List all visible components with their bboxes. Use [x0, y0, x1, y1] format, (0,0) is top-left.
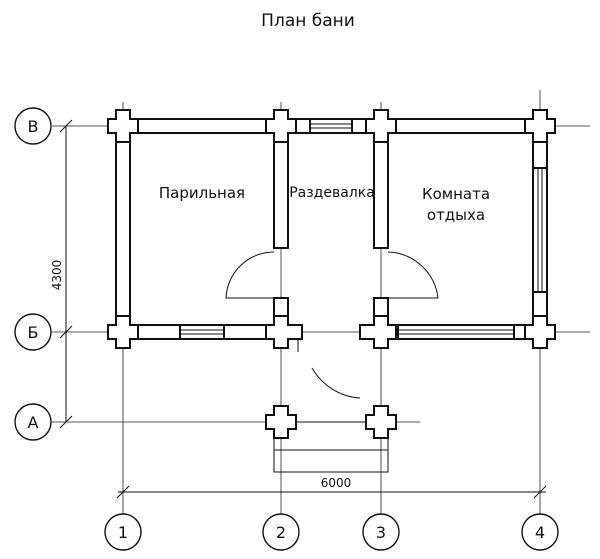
room-label-rest-line1: Комната [422, 185, 490, 203]
room-label-steam: Парильная [159, 184, 245, 202]
axis-bubble-2: 2 [262, 513, 300, 551]
dimension-width-label: 6000 [321, 476, 352, 490]
window-bottom-right [397, 324, 515, 340]
log-crosses [107, 109, 556, 439]
dimension-height [59, 119, 73, 429]
horizontal-axis-lines [52, 125, 590, 423]
axis-bubble-A: А [14, 403, 52, 441]
room-label-changing: Раздевалка [289, 185, 375, 201]
svg-text:2: 2 [276, 523, 286, 542]
door-swings [225, 251, 439, 399]
walls [113, 118, 549, 340]
svg-text:Б: Б [28, 323, 39, 342]
dimension-width [116, 485, 547, 499]
axis-bubble-1: 1 [104, 513, 142, 551]
axis-bubble-V: В [14, 107, 52, 145]
room-label-rest-line2: отдыха [427, 206, 485, 224]
svg-text:1: 1 [118, 523, 128, 542]
svg-text:В: В [28, 117, 39, 136]
window-top [309, 118, 353, 134]
svg-text:4: 4 [535, 523, 545, 542]
axis-bubble-4: 4 [521, 513, 559, 551]
vertical-axis-lines [122, 90, 541, 516]
window-right [532, 167, 548, 293]
plan-title: План бани [261, 11, 355, 31]
svg-text:3: 3 [376, 523, 386, 542]
axis-bubble-3: 3 [362, 513, 400, 551]
dimension-height-label: 4300 [50, 260, 64, 291]
svg-text:А: А [28, 413, 39, 432]
axis-bubble-B: Б [14, 313, 52, 351]
porch-step [273, 421, 389, 473]
window-bottom-left [179, 324, 225, 340]
